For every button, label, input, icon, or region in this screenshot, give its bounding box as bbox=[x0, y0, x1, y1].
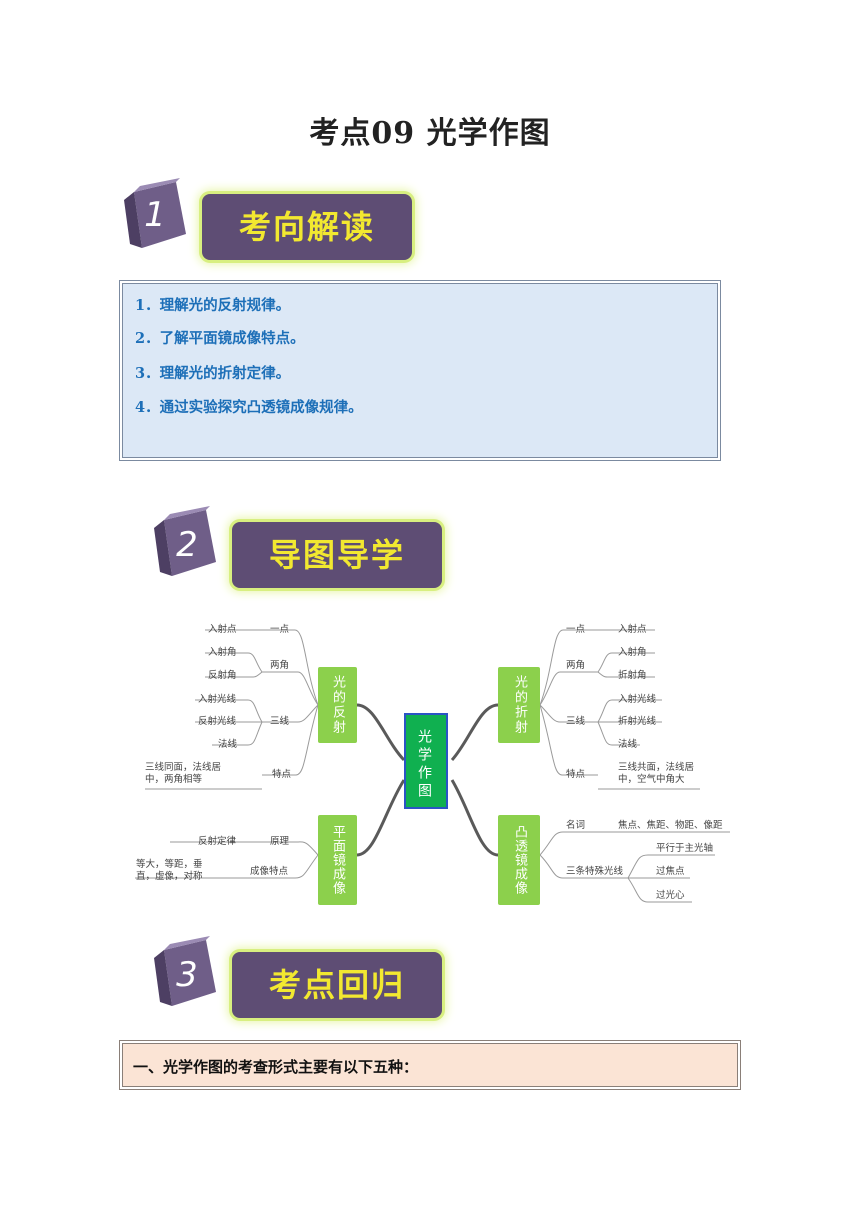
map-label: 反射角 bbox=[208, 670, 237, 681]
map-label: 焦点、焦距、物距、像距 bbox=[618, 820, 723, 831]
section-number: 1 bbox=[144, 195, 166, 235]
map-label: 反射定律 bbox=[198, 836, 237, 847]
map-label: 名词 bbox=[566, 820, 586, 831]
section-label: 考向解读 bbox=[238, 208, 375, 246]
node-refraction: 光的折射 bbox=[498, 667, 540, 743]
section-plate: 导图导学 bbox=[232, 522, 442, 588]
number-cube-icon: 2 bbox=[154, 506, 216, 576]
map-label: 三条特殊光线 bbox=[566, 866, 624, 877]
map-label: 等大，等距，垂直，虚像，对称 bbox=[136, 859, 203, 882]
map-label: 折射角 bbox=[618, 670, 647, 681]
objective-item: 4．通过实验探究凸透镜成像规律。 bbox=[135, 399, 363, 416]
map-label: 平行于主光轴 bbox=[656, 843, 714, 854]
objective-item: 1．理解光的反射规律。 bbox=[135, 297, 291, 314]
number-cube-icon: 1 bbox=[124, 178, 186, 248]
node-plane-mirror: 平面镜成像 bbox=[318, 815, 357, 905]
objectives-box: 1．理解光的反射规律。 2．了解平面镜成像特点。 3．理解光的折射定律。 4．通… bbox=[119, 280, 721, 461]
map-label: 入射点 bbox=[208, 624, 237, 635]
map-label: 入射角 bbox=[618, 647, 647, 658]
map-label: 三线 bbox=[270, 716, 290, 727]
map-label: 两角 bbox=[566, 660, 586, 671]
section-number: 3 bbox=[176, 955, 198, 995]
map-label: 成像特点 bbox=[250, 866, 289, 877]
node-reflection: 光的反射 bbox=[318, 667, 357, 743]
node-convex-lens: 凸透镜成像 bbox=[498, 815, 540, 905]
section-number: 2 bbox=[176, 525, 198, 565]
map-label: 法线 bbox=[618, 739, 638, 750]
section-banner-3: 3 考点回归 bbox=[150, 928, 470, 1028]
mind-map-center: 光学作图 bbox=[404, 713, 448, 809]
section-banner-1: 1 考向解读 bbox=[120, 170, 440, 270]
map-label: 过光心 bbox=[656, 890, 685, 901]
section-plate: 考点回归 bbox=[232, 952, 442, 1018]
review-heading: 一、光学作图的考查形式主要有以下五种： bbox=[133, 1058, 419, 1076]
map-label: 原理 bbox=[270, 836, 290, 847]
section-banner-2: 2 导图导学 bbox=[150, 498, 470, 598]
map-label: 法线 bbox=[218, 739, 238, 750]
map-label: 一点 bbox=[566, 624, 586, 635]
map-label: 三线共面，法线居中，空气中角大 bbox=[618, 762, 695, 785]
number-cube-icon: 3 bbox=[154, 936, 216, 1006]
mind-map: 光学作图 光的反射 光的折射 平面镜成像 凸透镜成像 入射点 一点 入射角 两角… bbox=[0, 610, 860, 920]
objective-item: 3．理解光的折射定律。 bbox=[135, 365, 291, 382]
map-label: 入射角 bbox=[208, 647, 237, 658]
map-label: 反射光线 bbox=[198, 716, 237, 727]
objective-item: 2．了解平面镜成像特点。 bbox=[135, 330, 305, 347]
map-label: 一点 bbox=[270, 624, 290, 635]
map-label: 入射光线 bbox=[198, 694, 237, 705]
map-label: 入射光线 bbox=[618, 694, 657, 705]
section-plate: 考向解读 bbox=[202, 194, 412, 260]
map-label: 特点 bbox=[272, 769, 292, 780]
map-label: 入射点 bbox=[618, 624, 647, 635]
review-box: 一、光学作图的考查形式主要有以下五种： bbox=[119, 1040, 741, 1090]
map-label: 三线 bbox=[566, 716, 586, 727]
map-label: 特点 bbox=[566, 769, 586, 780]
section-label: 考点回归 bbox=[268, 966, 405, 1004]
map-label: 三线同面，法线居中，两角相等 bbox=[145, 762, 222, 785]
section-label: 导图导学 bbox=[268, 536, 405, 574]
map-label: 过焦点 bbox=[656, 866, 685, 877]
map-label: 折射光线 bbox=[618, 716, 657, 727]
page-title: 考点09 光学作图 bbox=[309, 116, 551, 151]
mind-map-connectors bbox=[135, 629, 730, 903]
map-label: 两角 bbox=[270, 660, 290, 671]
